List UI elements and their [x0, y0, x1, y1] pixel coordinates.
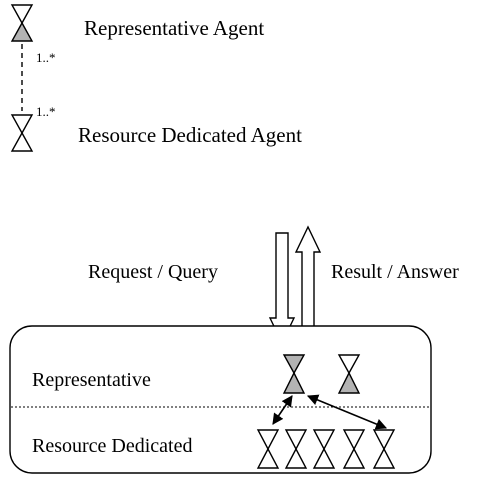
resource-agent-4	[342, 429, 366, 469]
representative-layer-label: Representative	[32, 369, 151, 391]
representative-agent-2	[337, 354, 361, 394]
multiplicity-bottom: 1..*	[36, 104, 56, 119]
multiplicity-top: 1..*	[36, 50, 56, 65]
resource-dedicated-agent-legend-label: Resource Dedicated Agent	[78, 123, 302, 147]
result-answer-label: Result / Answer	[331, 261, 459, 283]
request-query-label: Request / Query	[88, 261, 218, 283]
interaction-arrow-left	[272, 395, 293, 425]
representative-agent-legend-icon	[10, 4, 34, 42]
representative-agent-legend-label: Representative Agent	[84, 16, 264, 40]
resource-agent-5	[372, 429, 396, 469]
resource-dedicated-layer-label: Resource Dedicated	[32, 435, 192, 457]
resource-dedicated-agent-legend-icon	[10, 114, 34, 152]
resource-agent-2	[284, 429, 308, 469]
interaction-arrow-right	[306, 394, 388, 430]
resource-agent-1	[256, 429, 280, 469]
resource-agent-3	[312, 429, 336, 469]
representative-agent-1	[282, 354, 306, 394]
